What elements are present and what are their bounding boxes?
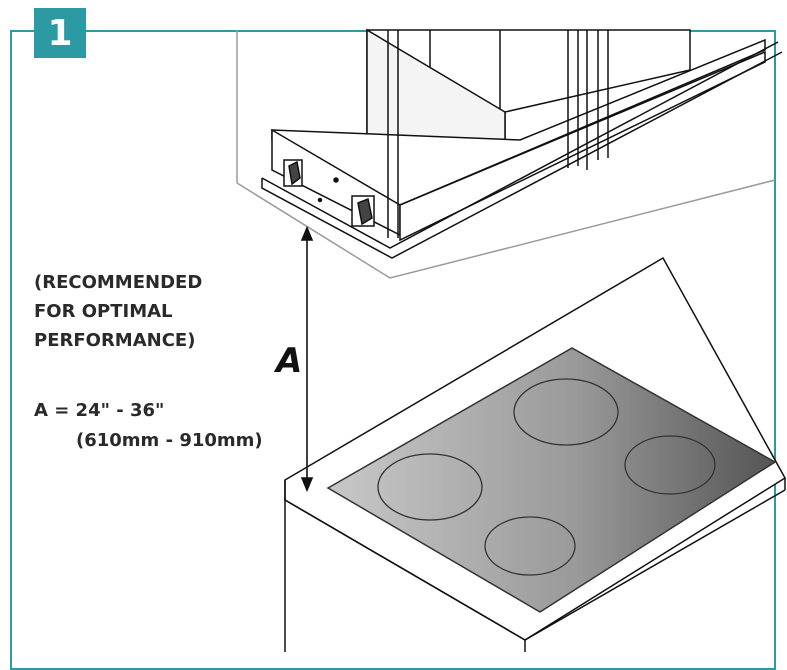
burner-front-left [377,453,483,521]
note-line-3: PERFORMANCE) [34,330,196,351]
recommendation-note: (RECOMMENDED FOR OPTIMAL PERFORMANCE) [34,268,202,355]
burner-back-right [624,435,716,495]
cooktop [326,347,777,613]
wall-outline [236,30,776,279]
step-number-badge: 1 [34,8,86,58]
burner-front-right [484,516,576,576]
dimension-metric: (610mm - 910mm) [76,430,263,451]
dimension-letter: A [273,341,302,381]
dimension-arrow [300,225,314,493]
range-hood [261,28,783,259]
hood-installation-diagram: A [236,28,787,652]
dimension-imperial: A = 24" - 36" [34,400,165,421]
note-line-2: FOR OPTIMAL [34,301,173,322]
dimension-spec: A = 24" - 36" (610mm - 910mm) [34,396,263,456]
cooktop-glass [326,347,777,613]
burner-back-left [513,378,619,446]
note-line-1: (RECOMMENDED [34,272,203,293]
